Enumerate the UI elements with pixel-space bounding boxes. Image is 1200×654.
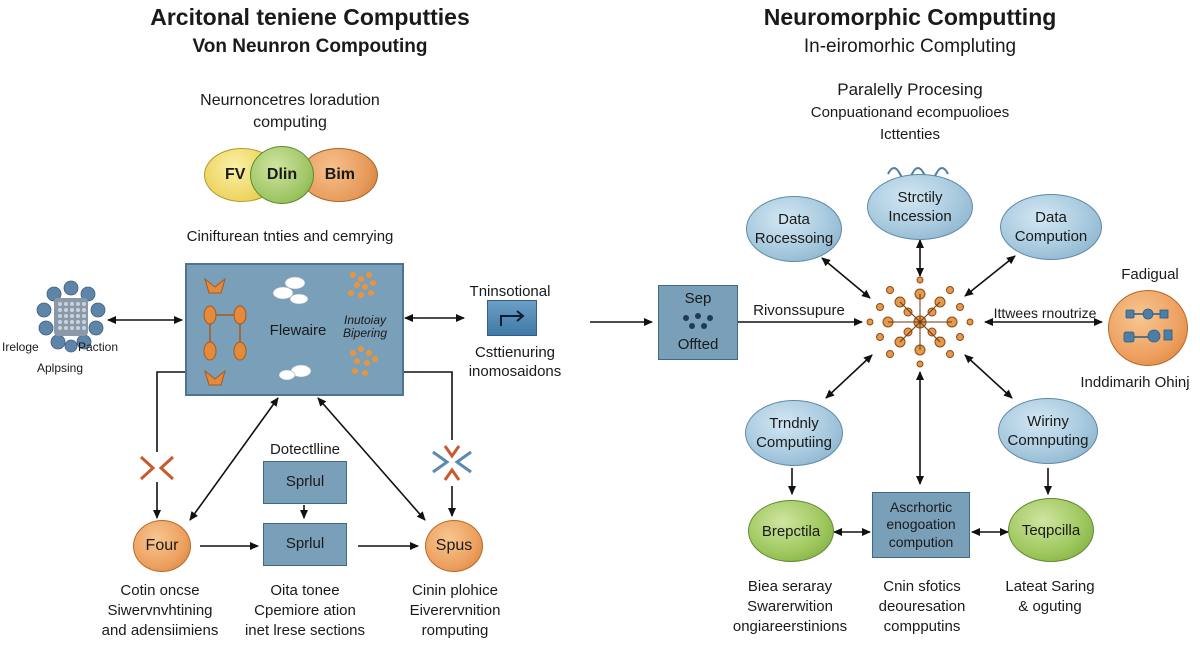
neural-chip-icon [36, 280, 106, 353]
ellipse-wiriny: Wiriny Comnputing [998, 398, 1098, 464]
right-col2-line1: Cnin sfotics [883, 578, 961, 595]
left-col2-line1: Oita tonee [270, 582, 340, 599]
main-box-left-label: Flewaire [269, 322, 327, 339]
chip-label-left: Ireloge [2, 340, 39, 354]
ellipse-brepctila: Brepctila [748, 500, 834, 562]
sep-box-line1: Sep [684, 290, 712, 307]
spus-circle: Spus [425, 520, 483, 572]
sep-dots-icon [683, 313, 713, 329]
left-subtitle: Von Neunron Compouting [192, 36, 428, 57]
right-col3-line2: & oguting [1018, 598, 1082, 615]
spus-label: Spus [435, 537, 473, 554]
right-col2-line3: compputins [883, 618, 961, 635]
arrow-hub-topright [964, 255, 1016, 297]
ittwees-label: Ittwees rnoutrize [993, 305, 1097, 321]
ellipse-data-rocessoing-line1: Data [778, 210, 810, 228]
arrow-four-mainbox [189, 397, 279, 521]
cross-icon-right [432, 445, 472, 481]
neuron-icons [203, 272, 378, 386]
right-heading: Paralelly Procesing [837, 80, 983, 99]
venn-label-fv: FV [225, 166, 246, 183]
network-icon [1123, 308, 1173, 343]
transitional-line-2: inomosaidons [468, 363, 562, 380]
arrow-hub-midleft [825, 354, 873, 399]
left-col3-line3: romputing [421, 622, 489, 639]
neuron-hub-icon [866, 276, 974, 368]
ellipse-data-rocessoing-line2: Rocessoing [754, 230, 834, 247]
ellipse-trndnly: Trndnly Computiing [745, 400, 843, 466]
left-col1-line2: Siwervnvhtining [107, 602, 213, 619]
transitional-title: Tninsotional [469, 283, 551, 300]
line-mainbox-leftdown [156, 371, 185, 452]
ellipse-strctily-line2: Incession [888, 208, 952, 225]
center-box-line3: compution [888, 533, 954, 550]
sprul-box-1: Sprlul [263, 461, 347, 504]
left-heading: Neurnoncetres loradution [200, 92, 380, 109]
right-subtitle: In-eiromorhic Compluting [803, 36, 1017, 57]
arrow-hub-midright [964, 354, 1013, 399]
right-col1-line1: Biea seraray [747, 578, 833, 595]
transitional-icon [487, 300, 537, 336]
left-col3-line1: Cinin plohice [412, 582, 498, 599]
ellipse-teqpcilla-label: Teqpcilla [1021, 521, 1081, 539]
center-box-line2: enogoation [886, 516, 956, 533]
chip-caption: Aplpsing [36, 361, 84, 375]
venn-label-dlin: Dlin [266, 166, 298, 183]
ellipse-trndnly-line2: Computiing [756, 434, 832, 451]
detect-label: Dotectlline [269, 441, 341, 458]
cross-icon-left [139, 455, 175, 481]
fadigual-label: Fadigual [1121, 266, 1179, 283]
ellipse-data-compution-line1: Data [1035, 208, 1067, 226]
right-col2-line2: deouresation [878, 598, 966, 615]
signal-icon [887, 167, 949, 180]
ellipse-teqpcilla: Teqpcilla [1008, 498, 1094, 562]
sep-box: Sep Offted [658, 285, 738, 360]
right-heading-3: Icttenties [879, 126, 941, 143]
right-col1-line3: ongiareerstinions [732, 618, 848, 635]
arrow-spus-mainbox [317, 397, 426, 521]
ellipse-data-compution-line2: Compution [1014, 228, 1088, 245]
sprul-box-2-label: Sprlul [285, 535, 325, 553]
indimarih-label: Inddimarih Ohinj [1080, 374, 1190, 391]
fadigual-circle [1108, 290, 1188, 366]
right-col1-line2: Swarerwition [747, 598, 833, 615]
sprul-box-1-label: Sprlul [285, 473, 325, 491]
left-col1-line3: and adensiimiens [101, 622, 219, 639]
left-col1-line1: Cotin oncse [120, 582, 200, 599]
left-col2-line3: inet lrese sections [244, 622, 366, 639]
transitional-line-1: Csttienuring [474, 344, 556, 361]
sep-box-line2: Offted [677, 336, 719, 354]
line-mainbox-rightdown [403, 371, 453, 440]
center-box: Ascrhortic enogoation compution [872, 492, 970, 558]
arrow-hub-topleft [821, 257, 871, 299]
venn-label-bim: Bim [324, 166, 355, 183]
ellipse-data-rocessoing: Data Rocessoing [746, 196, 842, 262]
chip-label-right: Paction [78, 340, 119, 354]
left-heading-2: computing [253, 114, 327, 131]
right-title: Neuromorphic Computting [763, 4, 1057, 30]
right-heading-2: Conpuationand ecompuolioes [810, 104, 1010, 121]
center-box-line1: Ascrhortic [889, 498, 953, 515]
ellipse-strctily: Strctily Incession [867, 174, 973, 240]
rivonssupure-label: Rivonssupure [753, 302, 845, 319]
right-col3-line1: Lateat Saring [1005, 578, 1095, 595]
main-box-right-label: Inutoiay Bipering [342, 313, 388, 341]
return-arrow-icon [500, 310, 525, 326]
sprul-box-2: Sprlul [263, 523, 347, 566]
ellipse-strctily-line1: Strctily [897, 188, 943, 206]
ellipse-data-compution: Data Compution [1000, 194, 1102, 260]
four-circle: Four [133, 520, 191, 572]
four-label: Four [145, 537, 179, 554]
ellipse-brepctila-label: Brepctila [761, 522, 821, 540]
ellipse-wiriny-line2: Comnputing [1007, 432, 1089, 449]
left-col3-line2: Eiverervnition [409, 602, 501, 619]
venn-circle-dlin: Dlin [250, 146, 314, 204]
ellipse-wiriny-line1: Wiriny [1027, 412, 1069, 430]
ellipse-trndnly-line1: Trndnly [769, 414, 819, 432]
left-mid-caption: Cinifturean tnties and cemrying [186, 228, 394, 245]
left-col2-line2: Cpemiore ation [254, 602, 356, 619]
left-title: Arcitonal teniene Computties [150, 4, 470, 30]
